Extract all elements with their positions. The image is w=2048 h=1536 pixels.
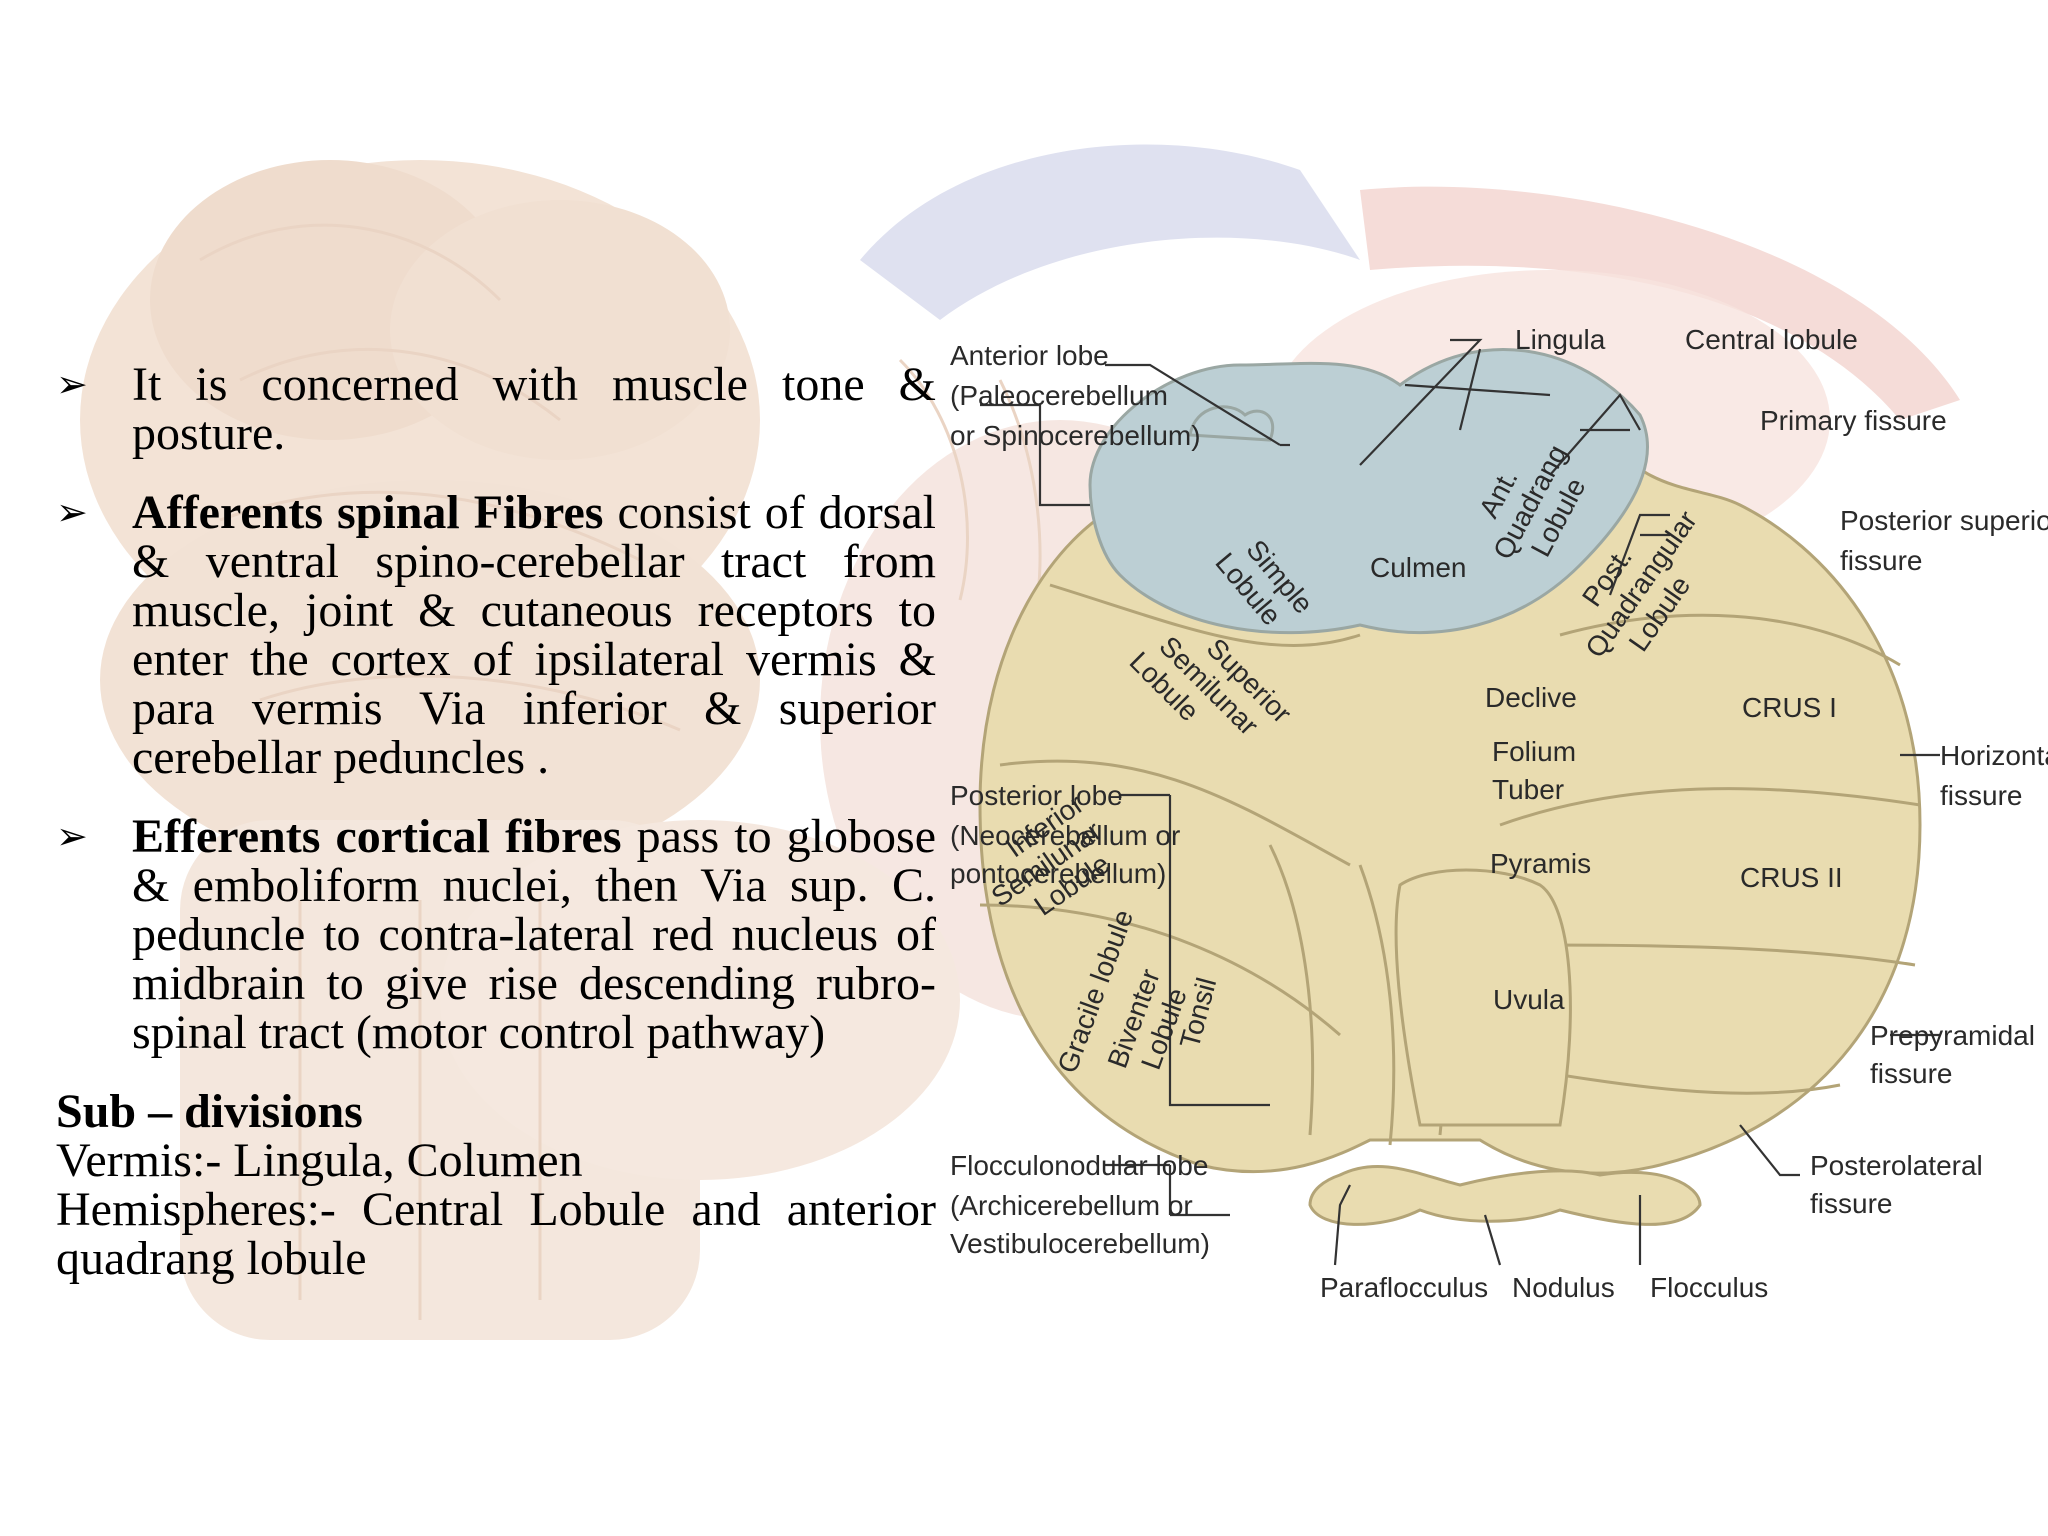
flocculonodular-lobe-shape — [1308, 1164, 1702, 1226]
text-column: ➢ It is concerned with muscle tone & pos… — [56, 360, 936, 1283]
bullet-item: ➢ Afferents spinal Fibres consist of dor… — [56, 488, 936, 782]
label-central-lobule: Central lobule — [1685, 324, 1858, 355]
svg-text:Horizontal: Horizontal — [1940, 740, 2048, 771]
label-posterior-superior-fissure: Posterior superior fissure — [1840, 505, 2048, 576]
bullet-text: pass to globose & emboliform nuclei, the… — [132, 810, 936, 1059]
label-horizontal-fissure: Horizontal fissure — [1940, 740, 2048, 811]
label-folium: Folium — [1492, 736, 1576, 767]
svg-text:Prepyramidal: Prepyramidal — [1870, 1020, 2035, 1051]
label-primary-fissure: Primary fissure — [1760, 405, 1947, 436]
subdivisions-vermis: Vermis:- Lingula, Columen — [56, 1134, 583, 1187]
leader-lines — [980, 338, 1940, 1266]
label-lingula: Lingula — [1515, 324, 1606, 355]
bullet-lead: Afferents spinal Fibres — [132, 486, 604, 539]
label-culmen: Culmen — [1370, 552, 1466, 583]
bullet-lead: Efferents cortical fibres — [132, 810, 622, 863]
label-flocculus: Flocculus — [1650, 1272, 1768, 1303]
bullet-item: ➢ Efferents cortical fibres pass to glob… — [56, 812, 936, 1057]
arrow-bullet-icon: ➢ — [56, 490, 88, 534]
svg-text:(Neocerebellum or: (Neocerebellum or — [950, 820, 1180, 851]
subdivisions-section: Sub – divisions Vermis:- Lingula, Colume… — [56, 1087, 936, 1283]
svg-text:fissure: fissure — [1870, 1058, 1952, 1089]
svg-text:(Paleocerebellum: (Paleocerebellum — [950, 380, 1168, 411]
arrow-bullet-icon: ➢ — [56, 362, 88, 406]
label-crus-ii: CRUS II — [1740, 862, 1843, 893]
svg-text:Flocculonodular lobe: Flocculonodular lobe — [950, 1150, 1208, 1181]
label-pyramis: Pyramis — [1490, 848, 1591, 879]
label-paraflocculus: Paraflocculus — [1320, 1272, 1488, 1303]
svg-text:fissure: fissure — [1940, 780, 2022, 811]
label-declive: Declive — [1485, 682, 1577, 713]
label-uvula: Uvula — [1493, 984, 1565, 1015]
label-anterior-lobe: Anterior lobe (Paleocerebellum or Spinoc… — [950, 340, 1201, 451]
svg-text:or Spinocerebellum): or Spinocerebellum) — [950, 420, 1201, 451]
label-prepyramidal-fissure: Prepyramidal fissure — [1870, 1020, 2035, 1089]
svg-text:Anterior lobe: Anterior lobe — [950, 340, 1109, 371]
subdivisions-title: Sub – divisions — [56, 1085, 363, 1138]
subdivisions-hemispheres: Hemispheres:- Central Lobule and anterio… — [56, 1183, 936, 1285]
label-crus-i: CRUS I — [1742, 692, 1837, 723]
arrow-bullet-icon: ➢ — [56, 814, 88, 858]
label-posterior-lobe: Posterior lobe (Neocerebellum or pontoce… — [950, 780, 1180, 889]
svg-text:Posterior lobe: Posterior lobe — [950, 780, 1123, 811]
svg-text:fissure: fissure — [1810, 1188, 1892, 1219]
label-posterolateral-fissure: Posterolateral fissure — [1810, 1150, 1983, 1219]
svg-text:Vestibulocerebellum): Vestibulocerebellum) — [950, 1228, 1210, 1259]
svg-text:Posterior superior: Posterior superior — [1840, 505, 2048, 536]
lingula-region — [1188, 405, 1275, 442]
svg-text:pontocerebellum): pontocerebellum) — [950, 858, 1166, 889]
svg-text:fissure: fissure — [1840, 545, 1922, 576]
label-nodulus: Nodulus — [1512, 1272, 1615, 1303]
cerebellum-diagram: Anterior lobe (Paleocerebellum or Spinoc… — [950, 324, 2048, 1303]
bullet-item: ➢ It is concerned with muscle tone & pos… — [56, 360, 936, 458]
svg-text:Posterolateral: Posterolateral — [1810, 1150, 1983, 1181]
uvula-region — [1394, 868, 1572, 1127]
svg-text:(Archicerebellum or: (Archicerebellum or — [950, 1190, 1193, 1221]
label-tuber: Tuber — [1492, 774, 1564, 805]
bullet-text: It is concerned with muscle tone & postu… — [132, 358, 936, 460]
label-flocculonodular-lobe: Flocculonodular lobe (Archicerebellum or… — [950, 1150, 1210, 1259]
bullet-text: consist of dorsal & ventral spino-cerebe… — [132, 486, 936, 784]
